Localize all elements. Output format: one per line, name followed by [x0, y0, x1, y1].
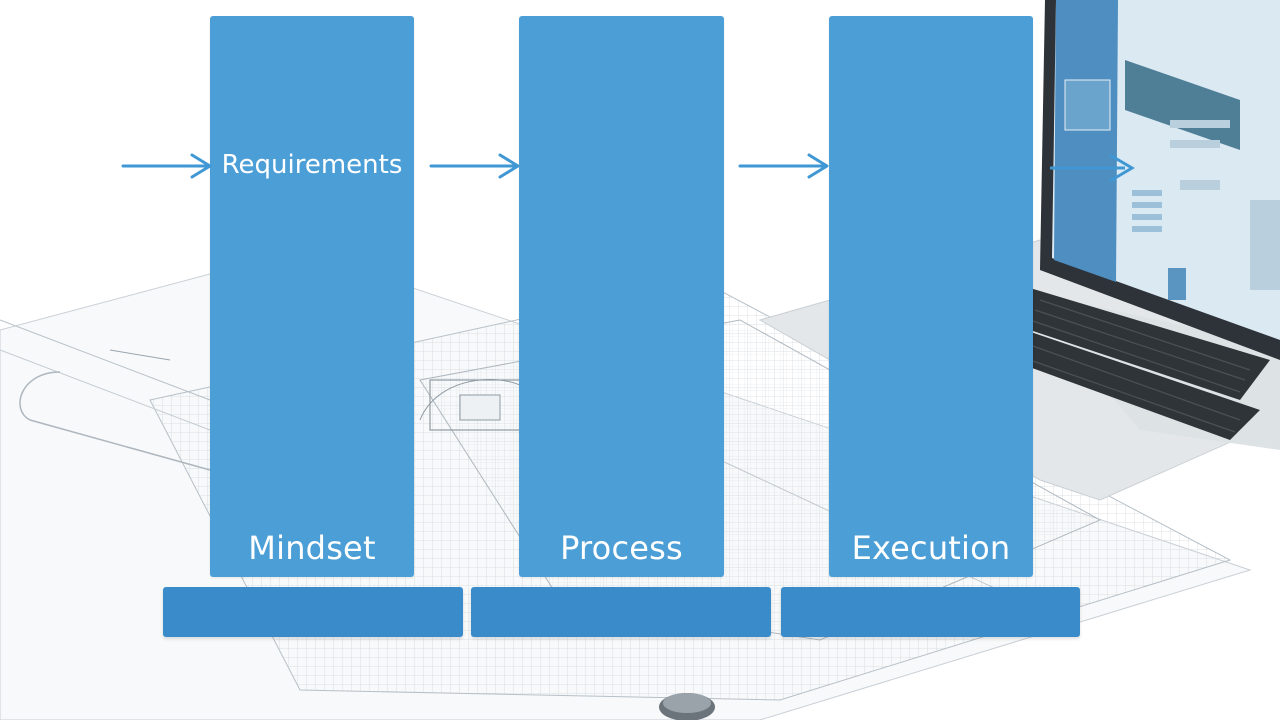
pillar-process: Process: [519, 16, 724, 577]
arrow-right-icon: [738, 153, 829, 179]
pillar-label-process: Process: [560, 529, 683, 567]
pillar-execution: Execution: [829, 16, 1033, 577]
pillar-label-execution: Execution: [851, 529, 1011, 567]
requirements-label: Requirements: [221, 150, 403, 180]
arrow-right-icon: [429, 153, 520, 179]
pillar-label-mindset: Mindset: [248, 529, 376, 567]
base-slab-process: [471, 587, 771, 637]
pillar-mindset: Requirements Mindset: [210, 16, 414, 577]
arrow-right-icon: [121, 153, 212, 179]
base-slab-execution: [781, 587, 1080, 637]
base-slab-mindset: [163, 587, 463, 637]
